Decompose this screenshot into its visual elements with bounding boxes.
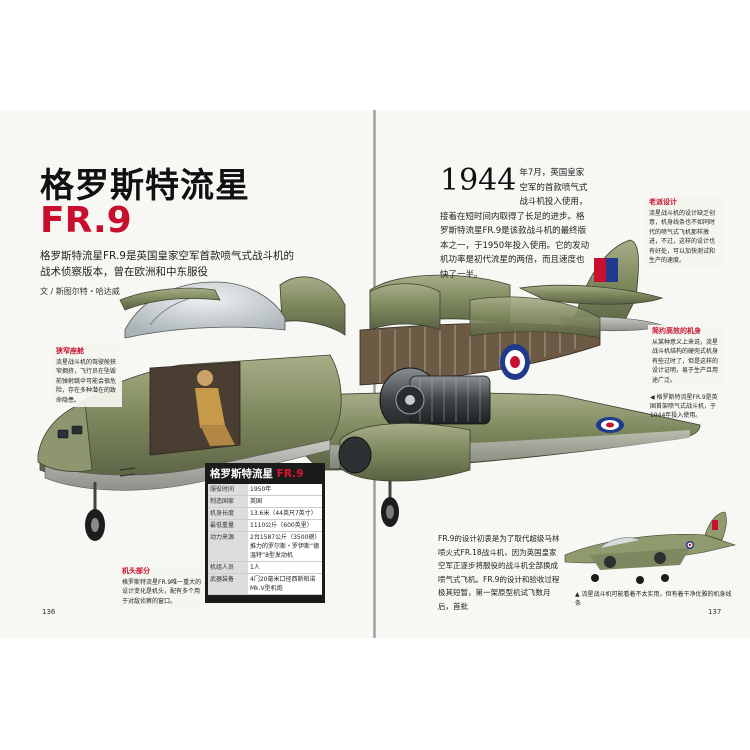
callout-fuselage: 简约高效的机身 从某种意义上来说，流星战斗机结构的硬壳式机身有些过时了，但是这样… xyxy=(648,325,724,387)
lower-nacelle xyxy=(339,423,471,482)
callout-design-text: 流星战斗机的设计缺乏创意，机身线条也不如同时代的喷气式飞机那样激进，不过，这样的… xyxy=(649,209,716,265)
recon-windows xyxy=(57,425,83,439)
spec-key: 机组人员 xyxy=(208,561,248,574)
article-title: 格罗斯特流星 xyxy=(40,166,250,206)
pilot-figure xyxy=(195,370,235,446)
nacelle-cover-left xyxy=(279,276,346,336)
page-number-right: 137 xyxy=(708,608,722,616)
page-number-left: 136 xyxy=(42,608,56,616)
caption-photo: ▲ 流星战斗机可能看着不太实用，但有着干净优雅的机身线条 xyxy=(575,591,732,607)
drop-cap-year: 1944 xyxy=(440,163,517,198)
intro-paragraph: 1944 年7月，英国皇家空军的首款喷气式战斗机投入使用，接着在短时间内取得了长… xyxy=(440,166,590,282)
caption-side: ◀ 格罗斯特流星FR.9是英国首架喷气式战斗机，于1944年投入使用。 xyxy=(650,394,718,419)
main-landing-gear xyxy=(381,480,399,527)
spec-key: 动力来源 xyxy=(208,531,248,562)
spec-key: 武器装备 xyxy=(208,573,248,595)
callout-cockpit-text: 流星战斗机的驾驶舱狭窄拥挤，飞行员在坠毁前弹射跳伞可能会很危险，存在多种潜在的致… xyxy=(56,358,117,404)
spec-key: 服役时间 xyxy=(208,484,248,496)
callout-nose: 机头部分 格罗斯特流星FR.9唯一重大的设计变化是机头，配有多个用于对敌侦察的窗… xyxy=(118,565,206,608)
spec-value: 4门20毫米口径西斯帕诺Mk.V型机炮 xyxy=(248,573,322,595)
aircraft-photo xyxy=(564,511,737,584)
spec-key: 机身长度 xyxy=(208,507,248,520)
callout-nose-title: 机头部分 xyxy=(122,567,150,575)
callout-cockpit: 狭窄座舱 流星战斗机的驾驶舱狭窄拥挤，飞行员在坠毁前弹射跳伞可能会很危险，存在多… xyxy=(52,345,122,407)
intro-text: 年7月，英国皇家空军的首款喷气式战斗机投入使用，接着在短时间内取得了长足的进步。… xyxy=(440,168,590,280)
spec-value: 1950年 xyxy=(248,484,322,496)
callout-design: 老派设计 流星战斗机的设计缺乏创意，机身线条也不如同时代的喷气式飞机那样激进，不… xyxy=(645,196,723,268)
article-subtitle: 格罗斯特流星FR.9是英国皇家空军首款喷气式战斗机的战术侦察版本，曾在欧洲和中东… xyxy=(40,250,294,278)
spec-title-cn: 格罗斯特流星 xyxy=(210,468,273,480)
callout-cockpit-title: 狭窄座舱 xyxy=(56,347,84,355)
spec-key: 制造国家 xyxy=(208,495,248,508)
spec-value: 1人 xyxy=(248,561,322,574)
fuselage-roundel xyxy=(500,344,530,380)
spec-value: 2台1587公斤（3500磅）推力的罗尔斯・罗伊斯“德温特”8型发动机 xyxy=(248,531,322,562)
spec-value: 1110公斤（600英里） xyxy=(248,519,322,532)
spec-box-title: 格罗斯特流星 FR.9 xyxy=(205,463,325,484)
nose-landing-gear xyxy=(85,482,105,541)
callout-design-title: 老派设计 xyxy=(649,198,677,206)
wing-roundel xyxy=(596,417,624,433)
photo-roundel xyxy=(686,541,694,549)
jet-engine xyxy=(379,367,491,433)
horizontal-tailplane xyxy=(518,284,664,305)
spec-title-model: FR.9 xyxy=(276,468,304,480)
author-byline: 文 / 斯图尔特・哈达威 xyxy=(40,287,120,296)
spec-value: 13.6米（44英尺7英寸） xyxy=(248,507,322,520)
article-title-model: FR.9 xyxy=(40,200,132,241)
body-paragraph: FR.9的设计初衷是为了取代超级马林喷火式FR.18战斗机，因为英国皇家空军正逐… xyxy=(438,534,560,611)
nacelle-cover-right xyxy=(369,283,441,331)
callout-fuselage-title: 简约高效的机身 xyxy=(652,327,701,335)
spec-row: 制造国家英国 xyxy=(208,495,322,508)
spec-value: 英国 xyxy=(248,495,322,508)
spec-key: 最低重量 xyxy=(208,519,248,532)
callout-nose-text: 格罗斯特流星FR.9唯一重大的设计变化是机头，配有多个用于对敌侦察的窗口。 xyxy=(122,578,202,605)
callout-fuselage-text: 从某种意义上来说，流星战斗机结构的硬壳式机身有些过时了，但是这样的设计证明，易于… xyxy=(652,338,719,384)
